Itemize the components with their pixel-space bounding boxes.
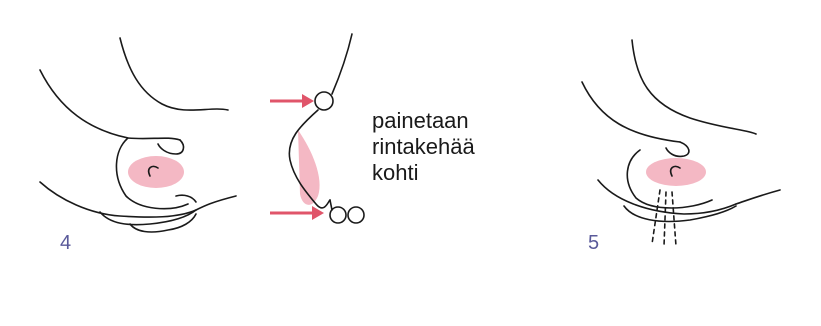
caption-line-1: painetaan <box>372 108 475 134</box>
hand-thumb-outline-5 <box>582 82 680 142</box>
step-number-5: 5 <box>588 232 599 255</box>
chest-line-5 <box>736 190 780 204</box>
milk-spray <box>652 190 676 246</box>
finger-1 <box>40 182 196 217</box>
lower-finger-circle-2 <box>348 207 364 223</box>
areola-shade <box>128 156 184 188</box>
hand-thumb-outline <box>40 70 180 140</box>
step-number-4: 4 <box>60 232 71 255</box>
instruction-caption: painetaan rintakehää kohti <box>372 108 475 186</box>
hand-breast-express-icon <box>582 40 780 246</box>
thumb-tip-5 <box>666 142 689 156</box>
caption-line-3: kohti <box>372 160 475 186</box>
lower-finger-circle-1 <box>330 207 346 223</box>
arrow-upper-head <box>302 94 314 108</box>
lower-stem <box>330 200 332 210</box>
areola-shade-5 <box>646 158 706 186</box>
finger-knuckle <box>176 195 196 202</box>
chest-upper <box>332 34 352 94</box>
chest-line <box>196 196 236 210</box>
breast-shade <box>298 130 320 205</box>
breast-profile-arrows-icon <box>289 34 364 223</box>
breast-outline-top-5 <box>632 40 756 134</box>
hand-breast-compress-icon <box>40 38 236 232</box>
breast-outline-top <box>120 38 228 110</box>
thumb-tip <box>158 140 183 154</box>
upper-finger-circle <box>315 92 333 110</box>
caption-line-2: rintakehää <box>372 134 475 160</box>
